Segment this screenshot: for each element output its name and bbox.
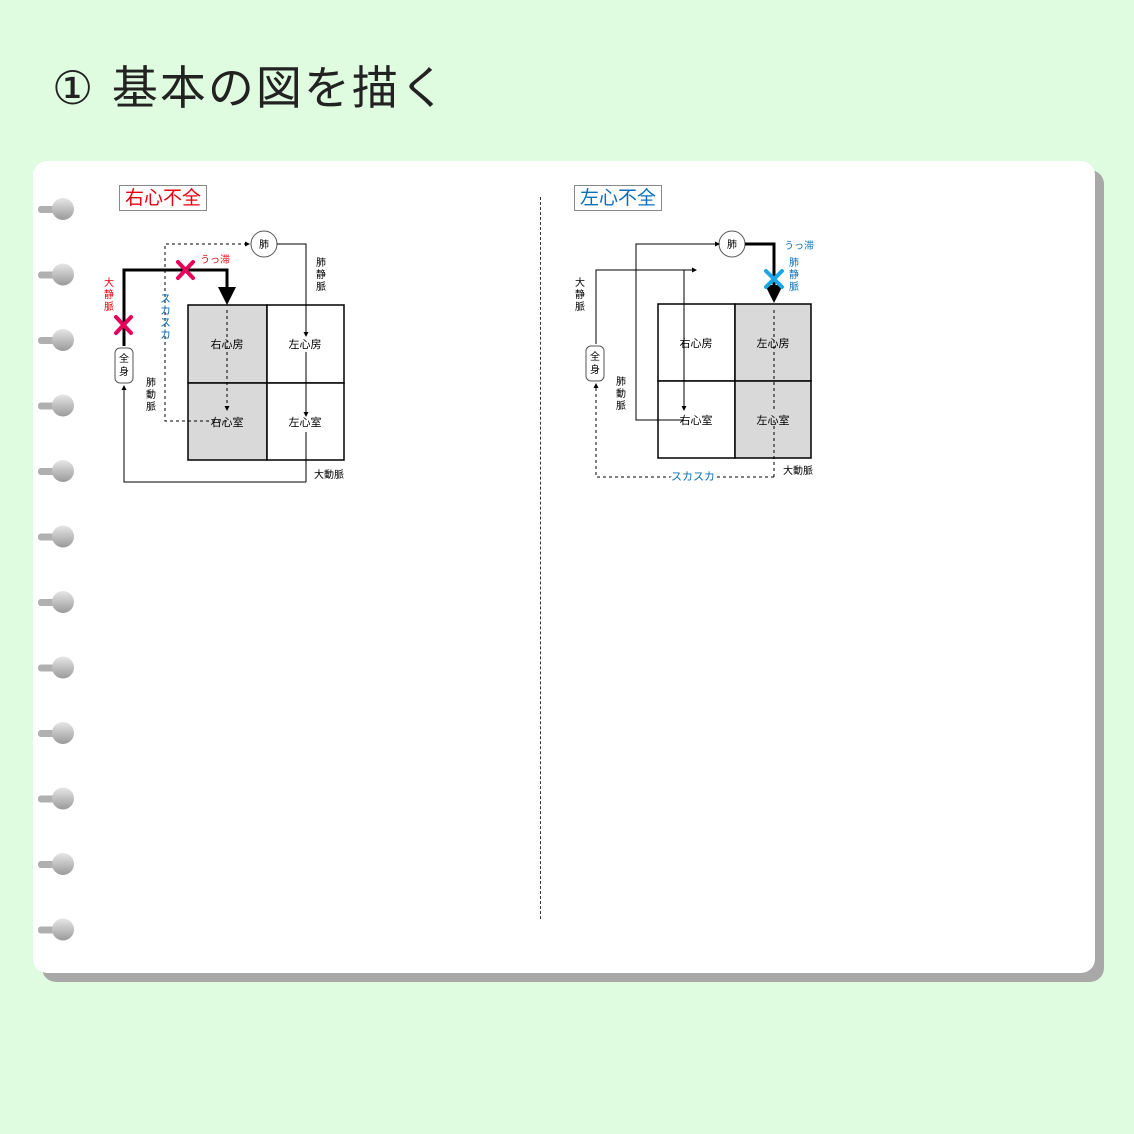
right-ventricle-label: 右心室 (211, 415, 244, 429)
pulmonary-vein-label: 肺静脈 (316, 257, 326, 293)
whole-body-node-left (585, 345, 605, 382)
left-atrium-box-left (734, 303, 812, 382)
left-failure-heading: 左心不全 (574, 185, 663, 211)
binder-ring-icon (52, 263, 74, 286)
empty-label: スカスカ (160, 292, 171, 341)
systemic-return-line (121, 385, 306, 483)
lung-label: 肺 (259, 239, 269, 251)
right-ventricle-label-left: 右心室 (680, 413, 713, 427)
binder-ring-icon (52, 198, 74, 220)
vena-cava-line (122, 268, 236, 346)
right-atrium-label-left: 右心房 (680, 336, 713, 350)
pulmonary-artery-line (164, 241, 250, 422)
congestion-label-left: うっ滞 (784, 240, 814, 252)
aorta-label-left: 大動脈 (783, 464, 813, 477)
page-title: ① 基本の図を描く (52, 61, 448, 115)
binder-ring-icon (52, 918, 74, 941)
pulmonary-vein-line (277, 243, 309, 337)
whole-body-label-left: 全身 (590, 350, 600, 376)
notebook-page (33, 161, 1095, 973)
blockage-x-icon (114, 260, 195, 335)
vena-cava-label: 大静脈 (104, 276, 114, 313)
left-atrium-label: 左心房 (289, 338, 322, 351)
pulmonary-vein-label-left: 肺静脈 (789, 257, 799, 293)
left-ventricle-box-left (734, 380, 812, 459)
whole-body-node (114, 347, 134, 384)
whole-body-label: 全身 (119, 352, 129, 378)
binder-ring-icon (52, 329, 74, 351)
lung-label-left: 肺 (727, 239, 737, 251)
pulmonary-artery-line-left (635, 241, 720, 421)
binder-ring-icon (52, 787, 74, 810)
vena-cava-line-left (595, 267, 697, 344)
empty-label-left: スカスカ (671, 470, 715, 483)
binder-ring-icon (52, 853, 74, 875)
binder-ring-icon (52, 394, 74, 417)
binder-ring-icon (52, 656, 74, 679)
page-divider (540, 197, 541, 919)
pulmonary-artery-label-left: 肺動脈 (616, 376, 626, 412)
binder-ring-icon (52, 591, 74, 613)
left-atrium-label-left: 左心房 (757, 337, 790, 350)
pulmonary-artery-label: 肺動脈 (146, 377, 156, 413)
binder-ring-icon (52, 722, 74, 744)
aorta-label: 大動脈 (314, 468, 344, 481)
binder-ring-icon (52, 525, 74, 548)
vena-cava-label-left: 大静脈 (575, 276, 585, 313)
right-failure-heading: 右心不全 (119, 185, 208, 211)
systemic-return-line-left (593, 383, 774, 478)
right-atrium-label: 右心房 (211, 337, 244, 351)
congestion-label: うっ滞 (200, 254, 230, 266)
blockage-x-icon-left (764, 269, 784, 289)
binder-ring-icon (52, 460, 74, 482)
left-ventricle-label: 左心室 (289, 415, 322, 429)
left-ventricle-label-left: 左心室 (757, 413, 790, 427)
